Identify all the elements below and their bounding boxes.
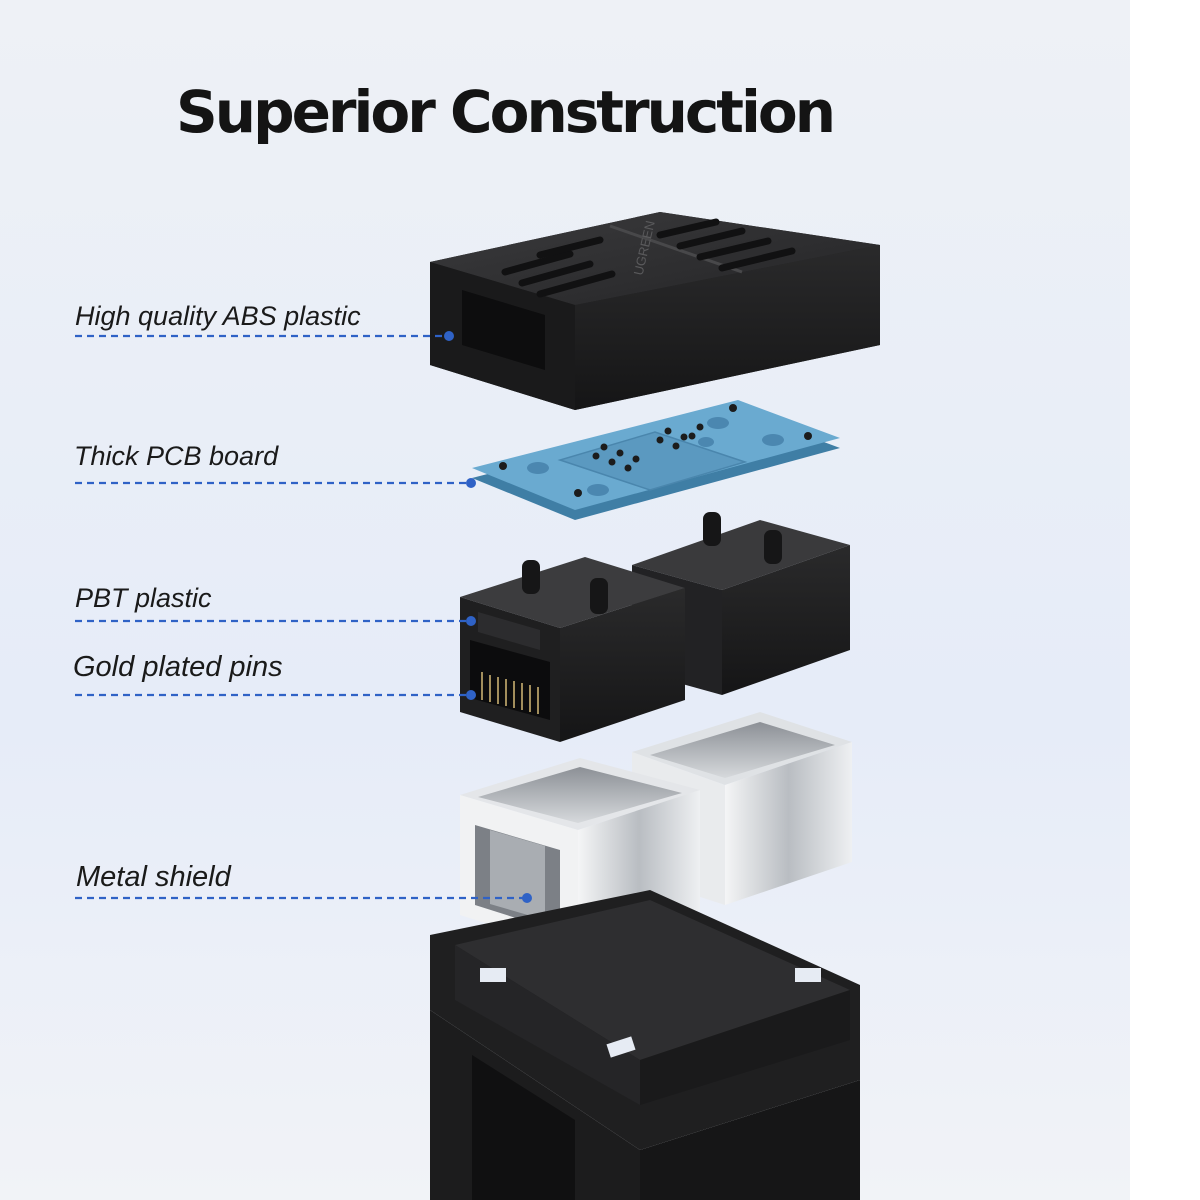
callout-lines xyxy=(75,334,525,900)
page-title: Superior Construction xyxy=(176,78,836,146)
pcb-board xyxy=(472,400,840,520)
background-edge xyxy=(1130,0,1200,1200)
abs-bottom-housing xyxy=(430,890,860,1200)
callout-dots xyxy=(444,331,532,903)
label-pcb-board: Thick PCB board xyxy=(74,441,279,471)
label-metal-shield: Metal shield xyxy=(76,861,231,893)
abs-top-housing: UGREEN xyxy=(430,212,880,410)
pbt-jack-left xyxy=(460,557,685,742)
label-gold-pins: Gold plated pins xyxy=(73,651,283,683)
label-abs-plastic: High quality ABS plastic xyxy=(75,301,361,331)
label-pbt-plastic: PBT plastic xyxy=(75,583,212,613)
